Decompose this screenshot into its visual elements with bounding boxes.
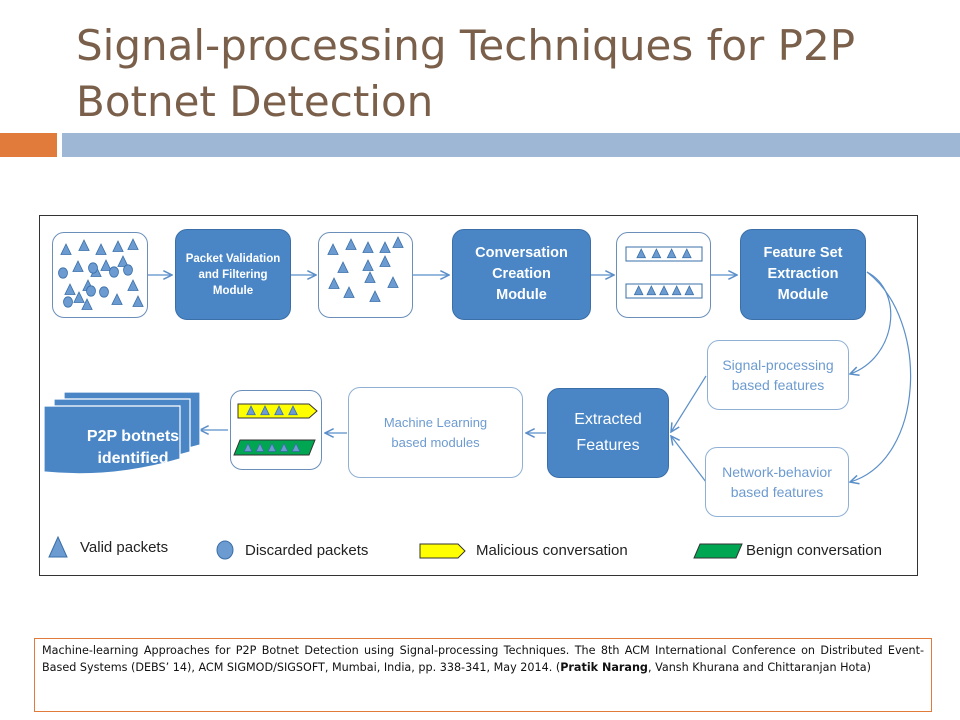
legend-benign-label: Benign conversation xyxy=(746,542,882,559)
raw-packets-pool xyxy=(52,232,148,318)
packet-circle-icon xyxy=(58,267,68,279)
raw-packet-shapes xyxy=(58,238,144,310)
arrow-featureset-to-signal xyxy=(850,271,892,374)
packet-triangle-icon xyxy=(327,243,339,255)
legend-valid-label: Valid packets xyxy=(80,539,169,556)
packet-triangle-icon xyxy=(379,255,391,267)
packet-triangle-icon xyxy=(72,260,84,272)
packet-triangle-icon xyxy=(246,405,256,416)
packet-circle-icon xyxy=(123,264,133,276)
result-label: P2P botnets identified xyxy=(86,428,180,467)
packet-triangle-icon xyxy=(267,442,277,452)
result-document-stack xyxy=(43,391,201,475)
packet-triangle-icon xyxy=(671,285,682,296)
conversation-module: Conversation Creation Module xyxy=(452,229,591,320)
diagram-frame xyxy=(39,215,918,576)
packet-triangle-icon xyxy=(127,279,139,291)
packet-triangle-icon xyxy=(659,285,669,296)
packet-circle-icon xyxy=(99,286,109,298)
packet-triangle-icon xyxy=(127,238,139,250)
arrow-network-to-extracted xyxy=(671,436,707,483)
packet-triangle-icon xyxy=(73,291,85,303)
packet-triangle-icon xyxy=(681,248,692,259)
feature-set-module: Feature Set Extraction Module xyxy=(740,229,866,320)
arrow-featureset-to-network xyxy=(850,271,912,482)
packet-triangle-icon xyxy=(243,442,253,452)
packet-triangle-icon xyxy=(362,241,374,253)
packet-triangle-icon xyxy=(651,248,662,259)
legend-malicious-shape xyxy=(419,543,466,559)
packet-triangle-icon xyxy=(684,285,695,296)
conversations-pool xyxy=(616,232,711,318)
signal-features-box: Signal-processing based features xyxy=(707,340,849,410)
packet-triangle-icon xyxy=(279,442,289,452)
packet-triangle-icon xyxy=(337,261,349,273)
packet-triangle-icon xyxy=(117,255,129,267)
packet-triangle-icon xyxy=(364,271,376,283)
legend-malicious-label: Malicious conversation xyxy=(476,542,628,559)
packet-circle-icon xyxy=(88,262,98,274)
ml-modules-box: Machine Learning based modules xyxy=(348,387,523,478)
packet-triangle-icon xyxy=(95,243,107,255)
arrow-signal-to-extracted xyxy=(671,375,707,432)
packet-triangle-icon xyxy=(60,243,72,255)
citation-text: Machine-learning Approaches for P2P Botn… xyxy=(42,644,924,674)
citation-author: Pratik Narang xyxy=(560,660,648,674)
network-features-box: Network-behavior based features xyxy=(705,447,849,517)
title-divider-bar xyxy=(62,133,960,157)
packet-triangle-icon xyxy=(78,239,90,251)
packet-triangle-icon xyxy=(111,293,123,305)
packet-triangle-icon xyxy=(81,298,93,310)
packet-triangle-icon xyxy=(100,259,112,271)
packet-triangle-icon xyxy=(379,241,391,253)
packet-triangle-icon xyxy=(392,236,404,248)
title-accent-bar xyxy=(0,133,57,157)
packet-triangle-icon xyxy=(288,405,298,416)
legend-discarded-label: Discarded packets xyxy=(245,542,369,559)
packet-triangle-icon xyxy=(369,290,381,302)
packet-triangle-icon xyxy=(666,248,677,259)
packet-triangle-icon xyxy=(64,283,76,295)
citation-coauthors: , Vansh Khurana and Chittaranjan Hota) xyxy=(647,660,872,674)
packet-triangle-icon xyxy=(362,259,374,271)
classified-conversations-pool xyxy=(230,390,322,470)
packet-triangle-icon xyxy=(343,286,355,298)
classified-conversation-shapes xyxy=(233,403,318,456)
valid-packets-pool xyxy=(318,232,413,318)
packet-triangle-icon xyxy=(636,248,647,259)
packet-triangle-icon xyxy=(112,240,124,252)
conversation-shapes xyxy=(625,246,703,299)
slide-title: Signal-processing Techniques for P2P Bot… xyxy=(76,21,856,126)
packet-triangle-icon xyxy=(274,405,284,416)
packet-circle-icon xyxy=(86,285,96,297)
legend-valid-triangle xyxy=(48,535,68,558)
packet-triangle-icon xyxy=(646,285,657,296)
packet-triangle-icon xyxy=(291,442,301,452)
extracted-features-module: Extracted Features xyxy=(547,388,669,478)
valid-packet-shapes xyxy=(327,236,404,302)
packet-circle-icon xyxy=(109,266,119,278)
legend-benign-shape xyxy=(693,543,743,559)
citation-box: Machine-learning Approaches for P2P Botn… xyxy=(34,638,932,712)
packet-circle-icon xyxy=(63,296,73,308)
packet-triangle-icon xyxy=(345,238,357,250)
packet-triangle-icon xyxy=(387,276,399,288)
packet-triangle-icon xyxy=(328,277,340,289)
packet-triangle-icon xyxy=(633,285,644,296)
packet-triangle-icon xyxy=(255,442,265,452)
packet-filter-module: Packet Validation and Filtering Module xyxy=(175,229,291,320)
legend-discarded-circle xyxy=(216,540,234,560)
packet-triangle-icon xyxy=(260,405,270,416)
